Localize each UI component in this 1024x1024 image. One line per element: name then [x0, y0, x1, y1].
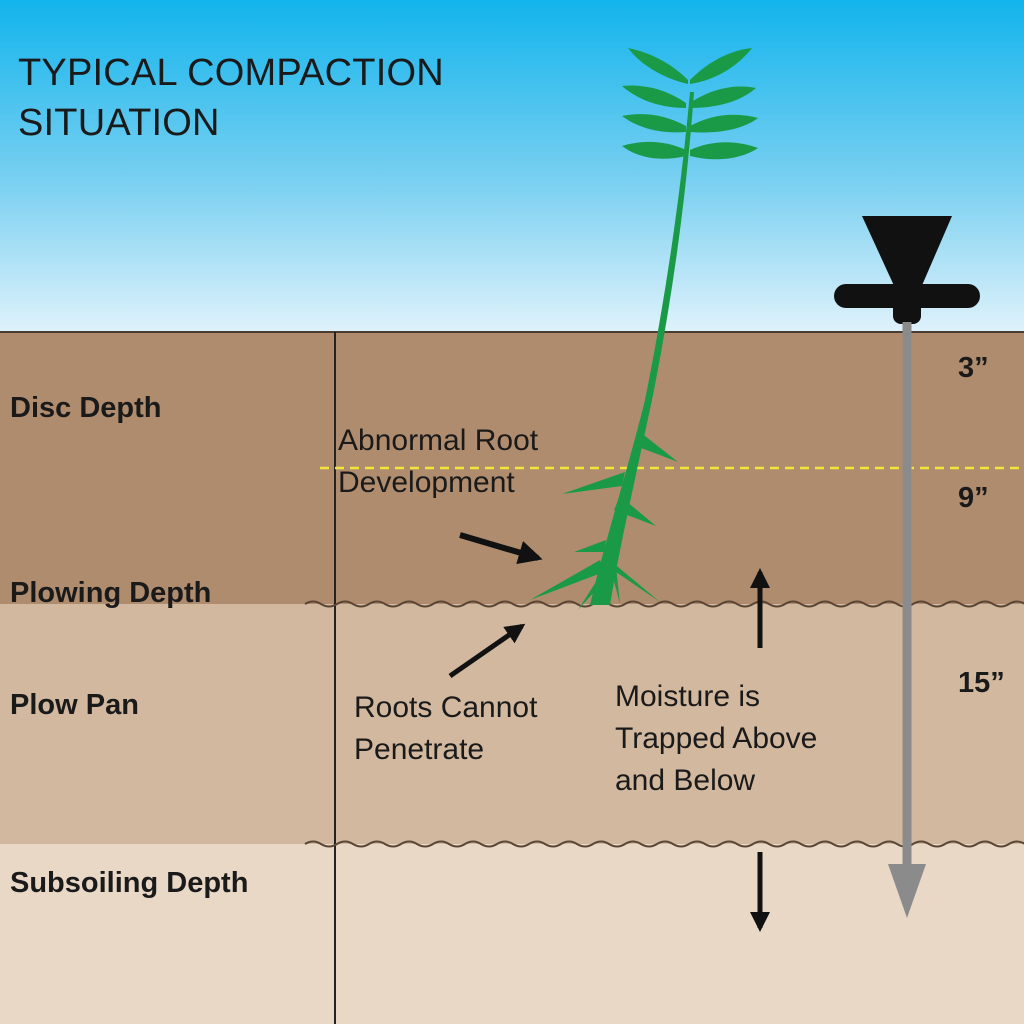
title-line-1: TYPICAL COMPACTION	[18, 52, 444, 94]
corn-seedling-icon	[530, 48, 758, 610]
diagram-title: TYPICAL COMPACTION SITUATION	[18, 48, 444, 148]
moisture-line-3: and Below	[615, 764, 756, 797]
disc-depth-label: Disc Depth	[10, 392, 162, 424]
plow-pan-label: Plow Pan	[10, 689, 139, 721]
plow-pan-soil-layer	[0, 604, 1024, 844]
abnormal-root-annotation: Abnormal Root Development	[338, 420, 538, 504]
moisture-line-1: Moisture is	[615, 680, 761, 713]
plow-pan-bottom-wavy-line	[304, 840, 1024, 848]
abnormal-root-line-1: Abnormal Root	[338, 424, 539, 457]
depth-marker-15-inch: 15”	[958, 667, 1005, 699]
subsoiling-depth-label: Subsoiling Depth	[10, 867, 249, 899]
sky-background	[0, 0, 1024, 332]
depth-marker-9-inch: 9”	[958, 482, 989, 514]
roots-cannot-line-1: Roots Cannot	[354, 691, 538, 724]
roots-cannot-penetrate-arrow	[448, 623, 526, 679]
soil-penetrometer-icon	[834, 216, 980, 918]
moisture-trapped-annotation: Moisture is Trapped Above and Below	[615, 676, 817, 802]
subsoil-layer	[0, 844, 1024, 1024]
abnormal-root-arrow	[459, 532, 543, 565]
plowing-depth-wavy-line	[304, 600, 1024, 608]
title-line-2: SITUATION	[18, 102, 220, 144]
depth-marker-3-inch: 3”	[958, 352, 989, 384]
abnormal-root-line-2: Development	[338, 466, 515, 499]
roots-cannot-penetrate-annotation: Roots Cannot Penetrate	[354, 687, 537, 771]
plowing-depth-label: Plowing Depth	[10, 577, 212, 609]
moisture-line-2: Trapped Above	[615, 722, 818, 755]
roots-cannot-line-2: Penetrate	[354, 733, 485, 766]
